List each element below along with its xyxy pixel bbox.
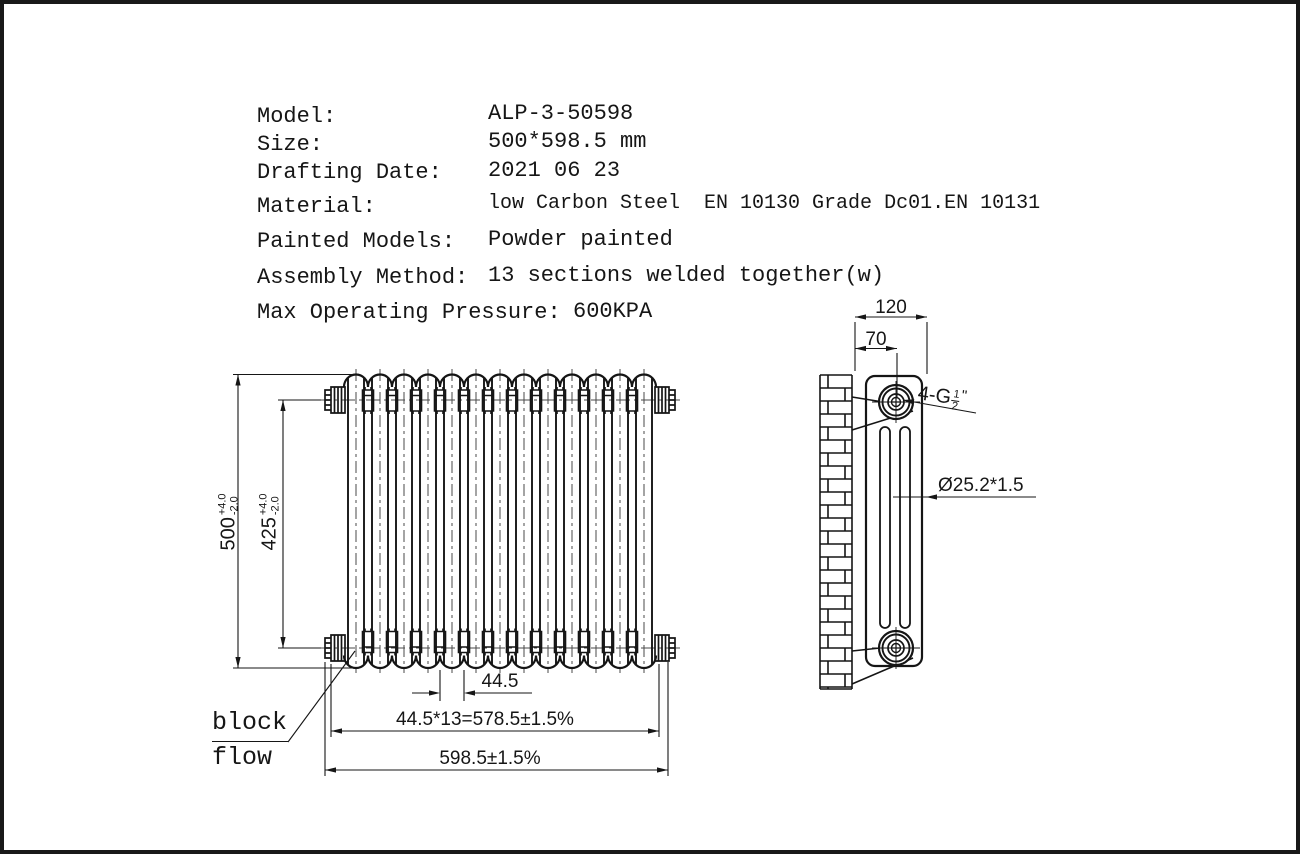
spec-value: Powder painted xyxy=(488,227,673,252)
pipe-axis-lines xyxy=(316,399,680,649)
dim-height-overall: 500+4.0-2.0 xyxy=(216,493,240,551)
spec-value: 500*598.5 mm xyxy=(488,129,647,154)
spec-value: 600KPA xyxy=(573,299,653,324)
dim-pipe-center: 70 xyxy=(865,329,887,350)
spec-label: Assembly Method: xyxy=(257,265,469,290)
bottom-tapping xyxy=(872,627,920,669)
dim-depth: 120 xyxy=(875,297,907,318)
spec-value: 2021 06 23 xyxy=(488,158,621,183)
dim-height-centers: 425+4.0-2.0 xyxy=(257,493,281,551)
side-slots xyxy=(879,426,911,629)
thread-denominator: 2 xyxy=(950,400,959,413)
thread-prefix: 4-G xyxy=(916,382,953,409)
section-collars xyxy=(361,387,639,656)
end-bushings xyxy=(324,386,676,662)
spec-label: Size: xyxy=(257,132,324,157)
wall-brick-hatch xyxy=(819,374,853,690)
section-centerlines xyxy=(355,369,645,673)
spec-value: ALP-3-50598 xyxy=(488,101,634,126)
dimension-lines xyxy=(212,316,1036,776)
spec-label: Drafting Date: xyxy=(257,160,442,185)
tolerance-plus: +4.0 xyxy=(216,493,229,516)
spec-label: Max Operating Pressure: xyxy=(257,300,561,325)
spec-value: low Carbon Steel EN 10130 Grade Dc01.EN … xyxy=(488,192,1041,215)
spec-label: Model: xyxy=(257,104,337,129)
tolerance-minus: -2.0 xyxy=(228,496,240,516)
section-tubes xyxy=(347,377,653,665)
spec-label: Painted Models: xyxy=(257,229,456,254)
front-view xyxy=(316,369,680,673)
wall-brackets xyxy=(851,396,914,685)
dim-section-width: 44.5 xyxy=(481,671,519,692)
spec-value: 13 sections welded together(w) xyxy=(488,263,885,288)
dim-sections-total: 44.5*13=578.5±1.5% xyxy=(396,709,574,730)
dim-tube-spec: Ø25.2*1.5 xyxy=(938,475,1024,496)
tolerance-minus: -2.0 xyxy=(269,496,281,516)
section-domes xyxy=(342,373,658,670)
dim-value: 500 xyxy=(217,517,240,551)
block-flow-label-line1: block xyxy=(212,708,288,737)
side-view xyxy=(819,374,924,690)
tolerance-plus: +4.0 xyxy=(257,493,270,516)
spec-label: Material: xyxy=(257,194,376,219)
dim-width-overall: 598.5±1.5% xyxy=(439,748,541,769)
dim-value: 425 xyxy=(258,517,281,551)
block-flow-label-line2: flow xyxy=(212,743,273,772)
